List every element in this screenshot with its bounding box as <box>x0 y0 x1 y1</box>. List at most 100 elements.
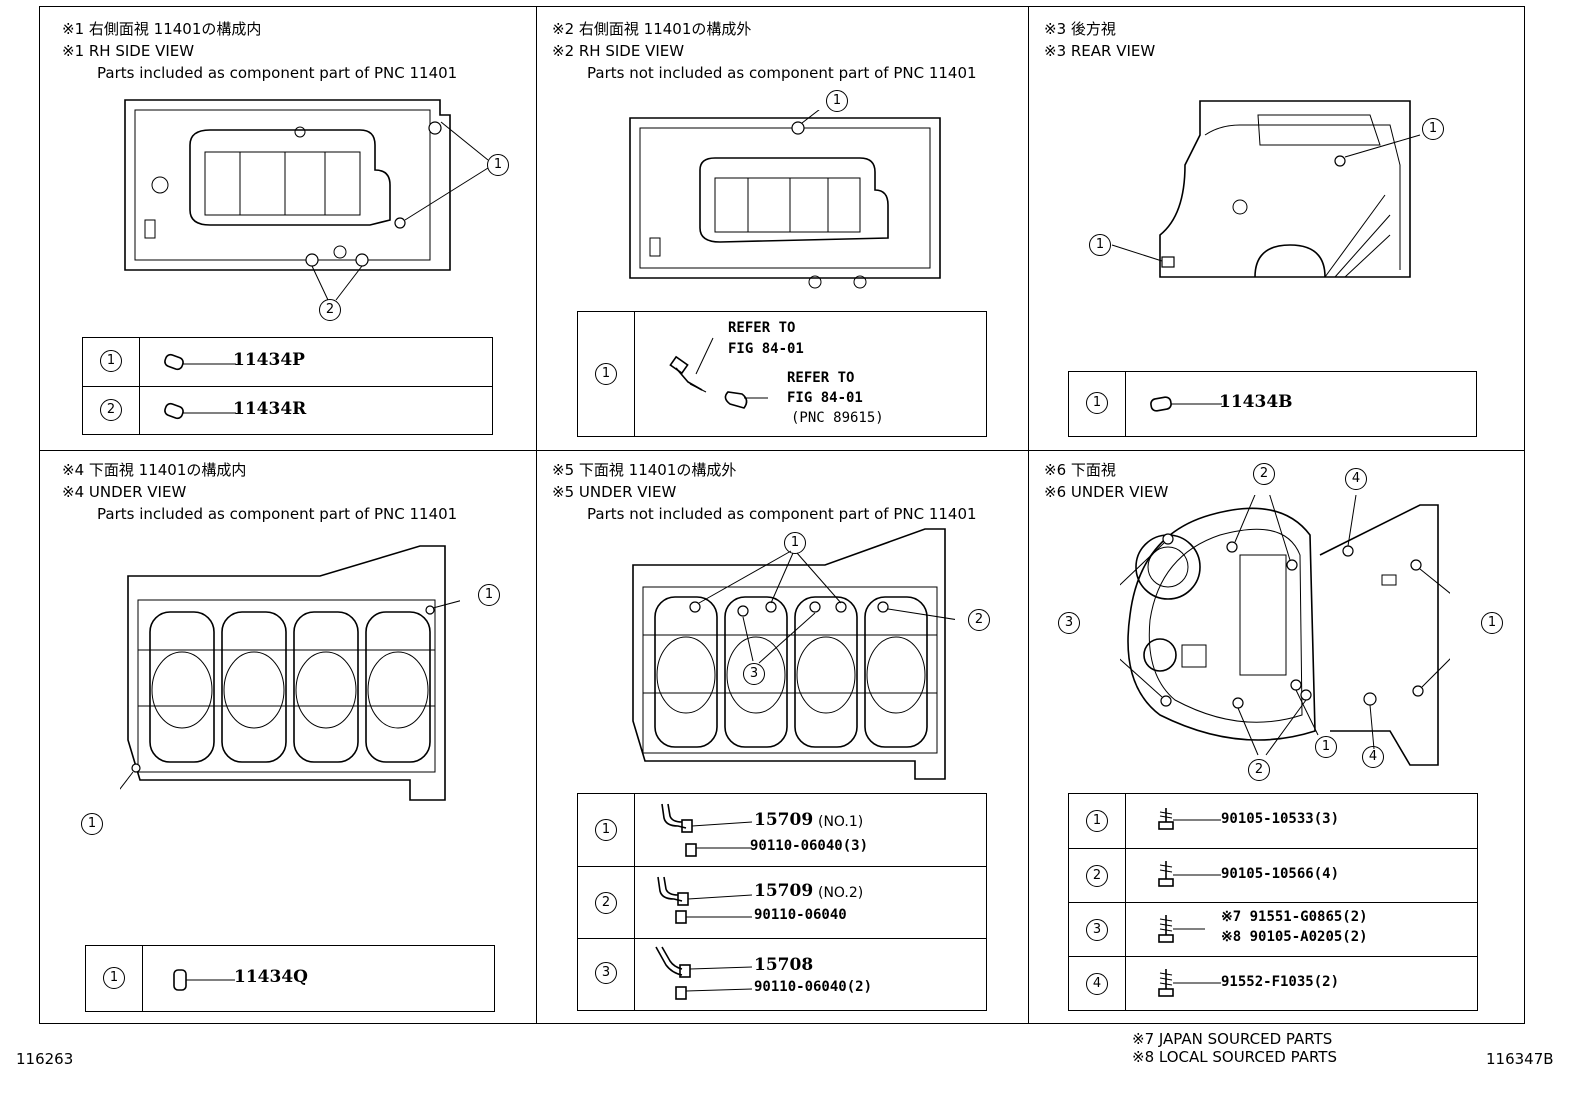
footnote-local-sourced: ※8 LOCAL SOURCED PARTS <box>1132 1048 1337 1066</box>
part-number: 15708 <box>754 955 814 975</box>
table-row: 1 11434P <box>83 338 492 386</box>
sensor-bolt-icon <box>669 337 768 409</box>
panel-2-title-en: ※2 RH SIDE VIEW <box>552 42 685 60</box>
panel-2-rh-side-view-drawing <box>629 110 941 289</box>
panel-6-under-view-drawing <box>1120 495 1450 766</box>
callout-1: 1 <box>1422 118 1444 140</box>
pin-icon <box>164 353 236 371</box>
table-row: 1 11434Q <box>86 946 494 1011</box>
bolt-icon <box>1158 808 1221 830</box>
panel-5-title-jp: ※5 下面視 11401の構成外 <box>552 461 737 479</box>
panel-4-note: Parts included as component part of PNC … <box>97 505 458 523</box>
row-number: 1 <box>103 967 125 989</box>
illustration-id-left: 116263 <box>16 1050 74 1068</box>
panel-3-title-en: ※3 REAR VIEW <box>1044 42 1156 60</box>
table-row: 3 15708 90110-06040(2) <box>578 938 986 1011</box>
panel-6-title-en: ※6 UNDER VIEW <box>1044 483 1169 501</box>
part-suffix: (NO.1) <box>818 814 864 830</box>
row-number: 2 <box>1086 865 1108 887</box>
row-number: 2 <box>100 399 122 421</box>
grid-divider <box>39 450 1525 451</box>
part-number: 15709 <box>754 881 814 901</box>
table-row: 2 90105-10566(4) <box>1069 848 1477 903</box>
panel-4-parts-table: 1 11434Q <box>85 945 495 1012</box>
panel-1-title-en: ※1 RH SIDE VIEW <box>62 42 195 60</box>
callout-1: 1 <box>1481 612 1503 634</box>
panel-5-title-en: ※5 UNDER VIEW <box>552 483 677 501</box>
callout-2: 2 <box>319 299 341 321</box>
part-number-japan: ※7 91551-G0865(2) <box>1221 909 1368 925</box>
panel-6-title-jp: ※6 下面視 <box>1044 461 1116 479</box>
illustration-id-right: 116347B <box>1486 1050 1554 1068</box>
bolt-icon <box>1158 915 1205 943</box>
panel-1-note: Parts included as component part of PNC … <box>97 64 458 82</box>
panel-5-header: ※5 下面視 11401の構成外 ※5 UNDER VIEW Parts not… <box>552 459 977 525</box>
part-number: 11434P <box>233 350 305 370</box>
row-number: 1 <box>595 819 617 841</box>
panel-2-header: ※2 右側面視 11401の構成外 ※2 RH SIDE VIEW Parts … <box>552 18 977 84</box>
panel-6-header: ※6 下面視 ※6 UNDER VIEW <box>1044 459 1168 503</box>
panel-4-under-view-drawing <box>120 545 460 801</box>
panel-5-parts-table: 1 15709 (NO.1) 90110-06040(3) 2 15709 (N… <box>577 793 987 1011</box>
table-row: 2 15709 (NO.2) 90110-06040 <box>578 866 986 939</box>
part-number: 11434B <box>1219 392 1293 412</box>
bolt-number: 90110-06040(2) <box>754 979 873 995</box>
bolt-number: 90110-06040(3) <box>750 838 869 854</box>
callout-3: 3 <box>1058 612 1080 634</box>
pin-icon <box>1150 396 1222 412</box>
row-number: 1 <box>100 350 122 372</box>
row-number: 2 <box>595 892 617 914</box>
panel-1-rh-side-view-drawing <box>124 99 489 301</box>
table-row: 2 11434R <box>83 386 492 435</box>
table-row: 1 REFER TO FIG 84-01 REFER TO FIG 84-01 … <box>578 312 986 436</box>
panel-4-title-en: ※4 UNDER VIEW <box>62 483 187 501</box>
fig-reference: FIG 84-01 <box>728 341 804 357</box>
part-number: 91552-F1035(2) <box>1221 974 1340 990</box>
footnote-japan-sourced: ※7 JAPAN SOURCED PARTS <box>1132 1030 1333 1048</box>
callout-2: 2 <box>1248 759 1270 781</box>
part-number: 90105-10566(4) <box>1221 866 1340 882</box>
bolt-number: 90110-06040 <box>754 907 847 923</box>
callout-1: 1 <box>81 813 103 835</box>
panel-2-note: Parts not included as component part of … <box>587 64 977 82</box>
panel-3-header: ※3 後方視 ※3 REAR VIEW <box>1044 18 1155 62</box>
panel-2-parts-table: 1 REFER TO FIG 84-01 REFER TO FIG 84-01 … <box>577 311 987 437</box>
pin-icon <box>164 402 236 420</box>
row-number: 1 <box>595 363 617 385</box>
part-number: 15709 <box>754 810 814 830</box>
pin-icon <box>173 969 235 991</box>
row-number: 1 <box>1086 392 1108 414</box>
panel-1-parts-table: 1 11434P 2 11434R <box>82 337 493 435</box>
callout-2: 2 <box>968 609 990 631</box>
panel-3-rear-view-drawing <box>1111 100 1421 278</box>
part-number: 90105-10533(3) <box>1221 811 1340 827</box>
panel-5-under-view-drawing <box>632 528 955 780</box>
panel-5-note: Parts not included as component part of … <box>587 505 977 523</box>
callout-4: 4 <box>1345 468 1367 490</box>
row-number: 3 <box>595 962 617 984</box>
row-number: 4 <box>1086 973 1108 995</box>
panel-6-parts-table: 1 90105-10533(3) 2 90105-10566(4) 3 <box>1068 793 1478 1011</box>
callout-1: 1 <box>1089 234 1111 256</box>
part-number: 11434Q <box>234 967 308 987</box>
part-suffix: (NO.2) <box>818 885 864 901</box>
callout-1: 1 <box>784 532 806 554</box>
oil-jet-icon <box>655 946 752 1000</box>
panel-1-header: ※1 右側面視 11401の構成内 ※1 RH SIDE VIEW Parts … <box>62 18 457 84</box>
callout-1: 1 <box>826 90 848 112</box>
callout-4: 4 <box>1362 746 1384 768</box>
table-row: 1 11434B <box>1069 372 1476 436</box>
grid-divider <box>536 6 537 1024</box>
panel-2-title-jp: ※2 右側面視 11401の構成外 <box>552 20 752 38</box>
fig-reference: FIG 84-01 <box>787 390 863 406</box>
callout-3: 3 <box>743 663 765 685</box>
panel-3-parts-table: 1 11434B <box>1068 371 1477 437</box>
table-row: 1 15709 (NO.1) 90110-06040(3) <box>578 794 986 866</box>
grid-divider <box>1028 6 1029 1024</box>
panel-1-title-jp: ※1 右側面視 11401の構成内 <box>62 20 262 38</box>
callout-2: 2 <box>1253 463 1275 485</box>
oil-jet-icon <box>661 803 753 857</box>
table-row: 3 ※7 91551-G0865(2) ※8 90105-A0205(2) <box>1069 902 1477 957</box>
panel-4-header: ※4 下面視 11401の構成内 ※4 UNDER VIEW Parts inc… <box>62 459 457 525</box>
callout-1: 1 <box>1315 736 1337 758</box>
